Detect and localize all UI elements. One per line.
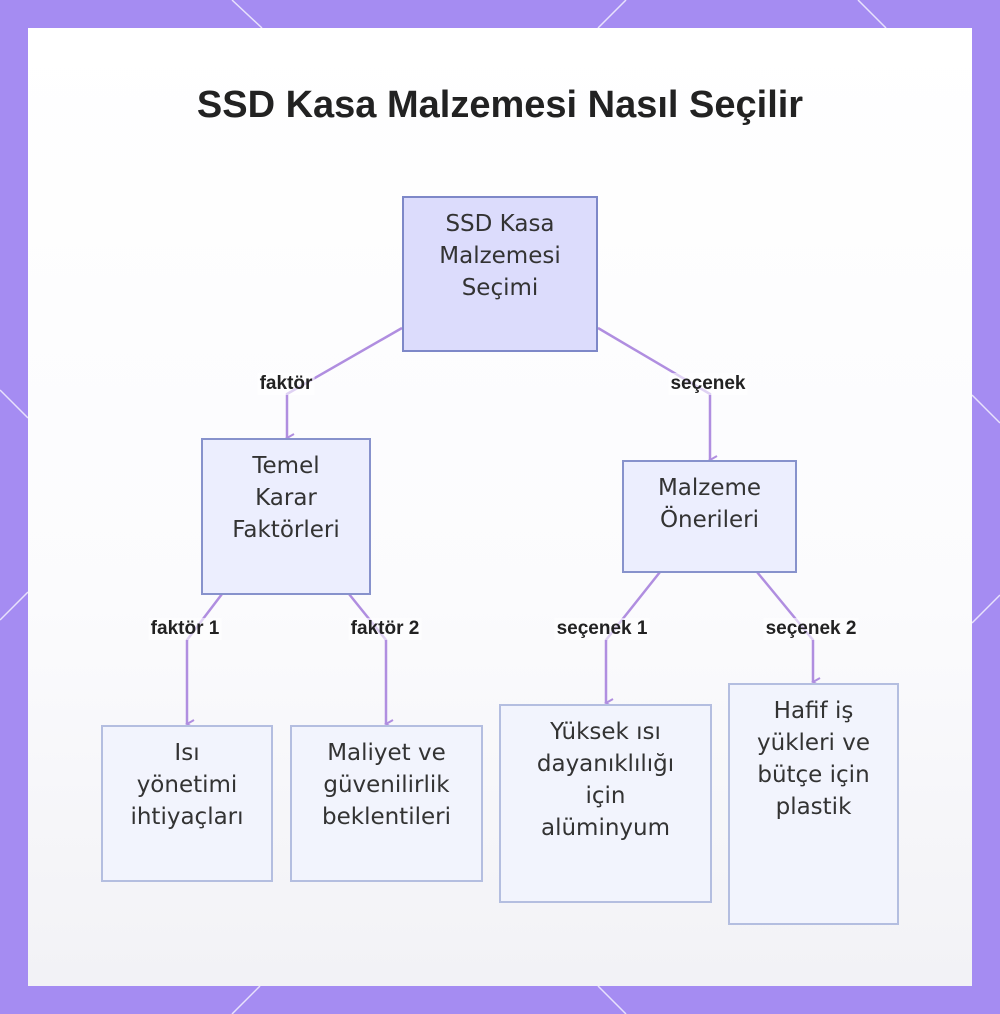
edge-label-option-1: seçenek 1 xyxy=(554,618,650,640)
node-cost-reliability-label: Maliyet ve güvenilirlik beklentileri xyxy=(322,740,451,830)
edge-label-option: seçenek xyxy=(668,373,748,395)
edge-label-factor: faktör xyxy=(257,373,315,395)
edge-label-factor-1: faktör 1 xyxy=(148,618,222,640)
node-aluminum: Yüksek ısı dayanıklılığı için alüminyum xyxy=(499,704,712,903)
page-title: SSD Kasa Malzemesi Nasıl Seçilir xyxy=(196,84,804,126)
edge-label-option-2: seçenek 2 xyxy=(763,618,859,640)
node-root: SSD Kasa Malzemesi Seçimi xyxy=(402,196,598,352)
edge-recommendations-plastic xyxy=(756,571,813,682)
node-cost-reliability: Maliyet ve güvenilirlik beklentileri xyxy=(290,725,483,882)
node-heat-management-label: Isı yönetimi ihtiyaçları xyxy=(130,740,244,830)
node-decision-factors: Temel Karar Faktörleri xyxy=(201,438,371,595)
edge-factors-heat xyxy=(187,593,223,724)
node-root-label: SSD Kasa Malzemesi Seçimi xyxy=(439,211,561,301)
node-heat-management: Isı yönetimi ihtiyaçları xyxy=(101,725,273,882)
node-decision-factors-label: Temel Karar Faktörleri xyxy=(232,453,340,543)
node-material-recommendations-label: Malzeme Önerileri xyxy=(657,475,762,533)
node-material-recommendations: Malzeme Önerileri xyxy=(622,460,797,573)
edge-recommendations-aluminum xyxy=(606,571,661,703)
node-aluminum-label: Yüksek ısı dayanıklılığı için alüminyum xyxy=(536,719,675,841)
node-plastic: Hafif iş yükleri ve bütçe için plastik xyxy=(728,683,899,925)
edge-factors-cost xyxy=(348,593,386,724)
edge-label-factor-2: faktör 2 xyxy=(348,618,422,640)
node-plastic-label: Hafif iş yükleri ve bütçe için plastik xyxy=(757,698,870,820)
